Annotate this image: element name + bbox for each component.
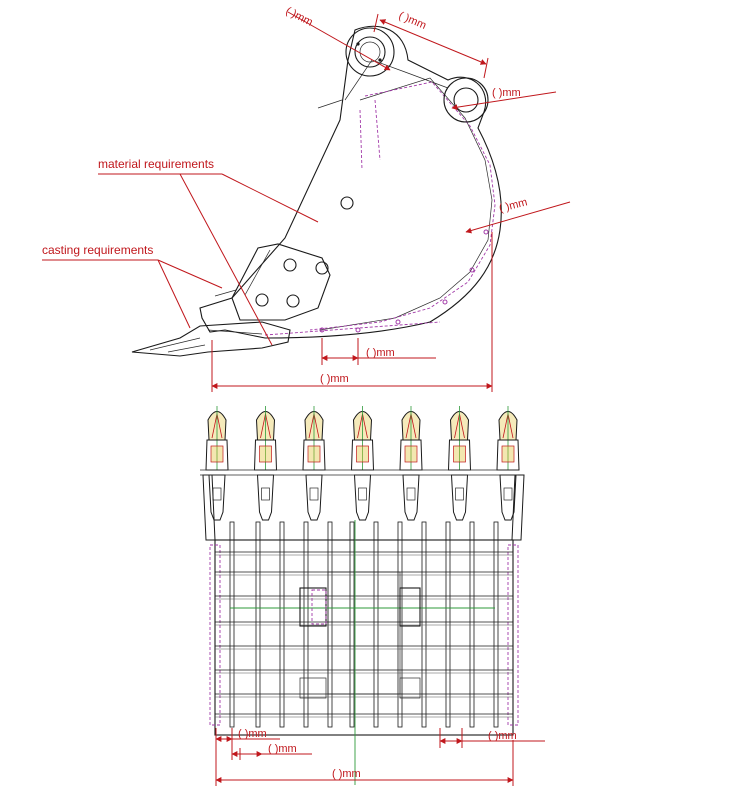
vertical-tine [493,521,499,728]
side-view [131,25,502,357]
vertical-tine [421,521,427,728]
left-shroud [202,474,216,541]
teeth-row [202,406,525,541]
side-hole [340,196,354,210]
dim-grid-spacing-left: ( )mm [238,728,267,740]
vertical-tine [373,521,379,728]
vertical-tine [327,521,333,728]
right-lug [399,587,421,627]
front-tooth [496,406,520,521]
annotations: material requirements casting requiremen… [42,157,319,346]
grid-bars [215,521,513,728]
front-tooth [302,406,326,521]
hidden-liner [309,81,496,331]
vertical-tine [445,521,451,728]
annotation-material: material requirements [98,157,214,171]
front-tooth [253,406,278,521]
side-dimensions: ( )mm ( )mm ( )mm ( )mm ( )mm ( )mm [211,5,571,392]
vertical-tine [255,521,261,728]
pin-boss-top [345,27,395,77]
front-tooth [350,406,375,521]
bucket-frame [214,539,514,736]
vertical-tine [397,521,403,728]
dim-pin-top-diameter: ( )mm [284,5,315,29]
dim-bucket-width: ( )mm [332,768,361,780]
pin-boss-right [443,77,489,123]
right-shroud [511,474,525,541]
dim-wall-thickness: ( )mm [498,196,529,215]
vertical-tine [303,521,309,728]
vertical-tine [469,521,475,728]
front-tooth [447,406,472,521]
dim-bucket-depth: ( )mm [320,373,349,385]
front-tooth [205,406,229,521]
vertical-tine [349,521,355,728]
annotation-casting: casting requirements [42,243,153,257]
side-tooth [131,321,291,357]
front-view [200,406,525,785]
vertical-tine [279,521,285,728]
adapter-plate [231,243,331,321]
dim-grid-spacing-right: ( )mm [488,730,517,742]
dim-rib-spacing: ( )mm [366,347,395,359]
dim-grid-spacing-left-2: ( )mm [268,743,297,755]
vertical-tine [229,521,235,728]
dim-pin-right-diameter: ( )mm [492,87,521,99]
front-dimensions: ( )mm ( )mm ( )mm ( )mm [215,728,545,786]
front-tooth [399,406,423,521]
bucket-side-outline [199,25,502,339]
hidden-bolts [319,229,489,333]
